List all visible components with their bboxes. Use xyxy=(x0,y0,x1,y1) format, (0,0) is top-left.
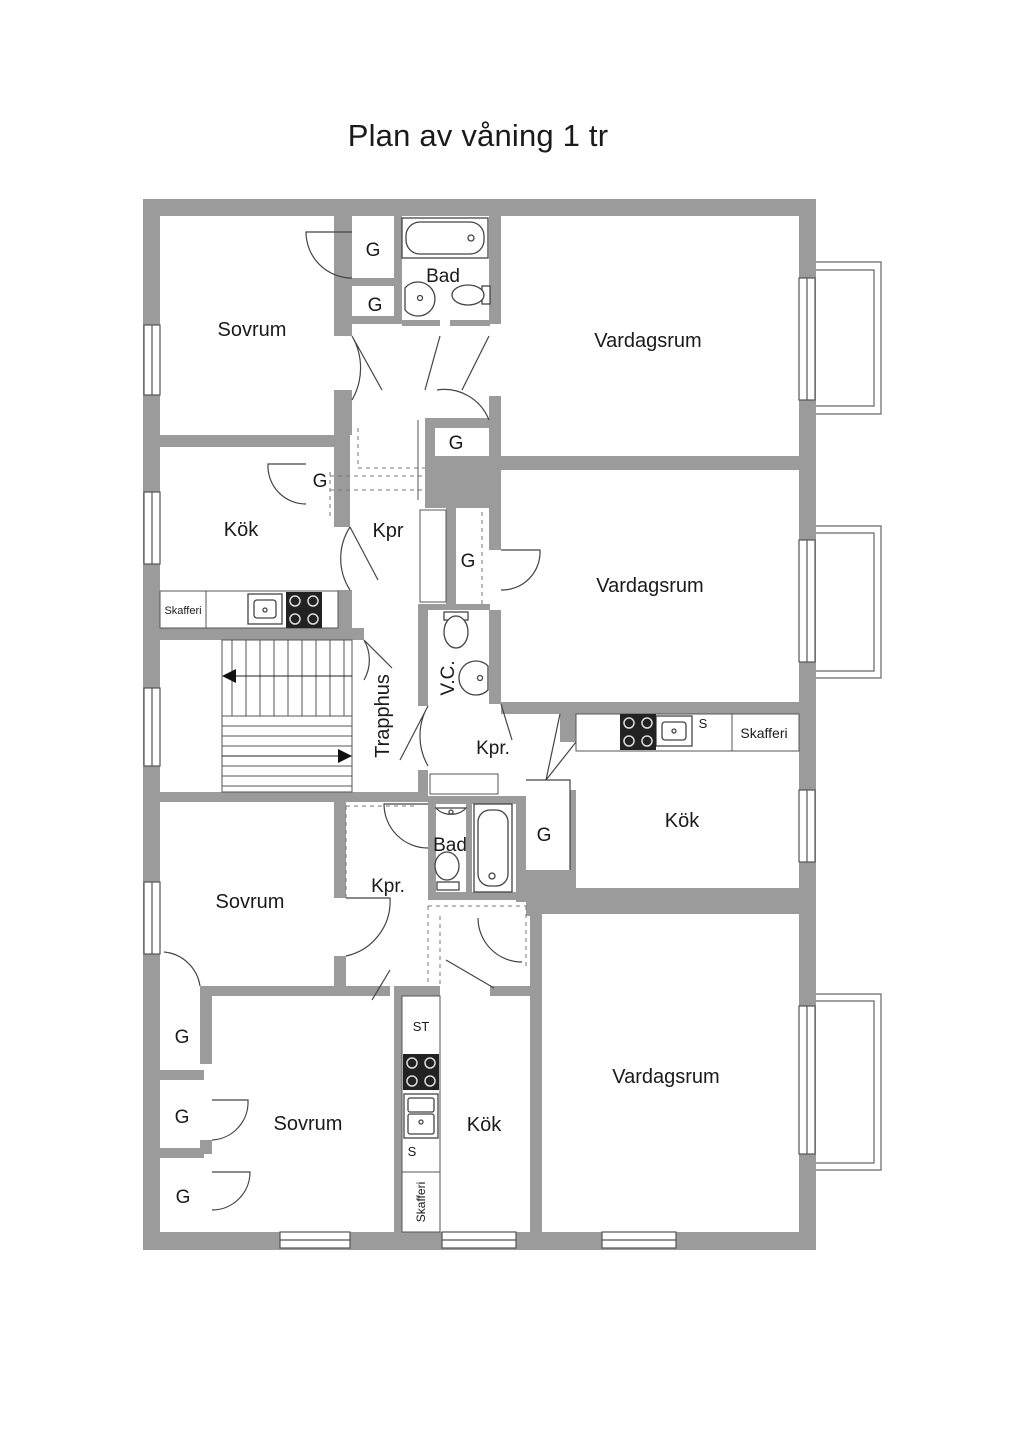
stove-icon xyxy=(286,592,322,628)
room-label: Skafferi xyxy=(414,1182,428,1222)
room-label: Skafferi xyxy=(164,605,201,617)
room-label: G xyxy=(368,295,383,316)
room-label: Vardagsrum xyxy=(612,1066,719,1088)
room-label: G xyxy=(461,551,476,572)
room-label: Kök xyxy=(665,810,700,832)
room-label: G xyxy=(175,1107,190,1128)
room-label: Vardagsrum xyxy=(594,330,701,352)
interior-walls xyxy=(160,216,799,1232)
stove-icon xyxy=(403,1054,439,1090)
room-label: G xyxy=(175,1027,190,1048)
room-label: Kök xyxy=(224,519,259,541)
balconies xyxy=(816,261,882,1171)
plan-title: Plan av våning 1 tr xyxy=(347,118,609,153)
room-label: Bad xyxy=(433,835,467,856)
room-label: Sovrum xyxy=(216,891,285,913)
arrow-left-icon xyxy=(222,669,236,683)
room-label: Trapphus xyxy=(372,674,394,758)
room-label: Skafferi xyxy=(740,725,787,741)
doors xyxy=(163,231,577,1211)
outer-wall xyxy=(143,199,816,1250)
room-label: Kpr xyxy=(372,520,403,542)
arrow-right-icon xyxy=(338,749,352,763)
room-label: G xyxy=(176,1187,191,1208)
room-label: G xyxy=(313,471,328,492)
room-label: Bad xyxy=(426,266,460,287)
room-label: S xyxy=(408,1144,417,1159)
room-label: V.C. xyxy=(438,660,459,695)
room-label: Kök xyxy=(467,1114,502,1136)
room-label: G xyxy=(449,433,464,454)
room-label: G xyxy=(537,825,552,846)
room-label: Sovrum xyxy=(274,1113,343,1135)
counters xyxy=(159,420,800,1233)
room-label: S xyxy=(699,716,708,731)
windows xyxy=(143,277,816,1249)
room-label: ST xyxy=(413,1019,430,1034)
dashed-lines xyxy=(329,428,527,986)
room-label: Vardagsrum xyxy=(596,575,703,597)
room-label: Kpr. xyxy=(476,738,510,759)
room-label: G xyxy=(366,240,381,261)
room-label: Sovrum xyxy=(218,319,287,341)
stove-icon xyxy=(620,714,656,750)
staircase xyxy=(221,639,353,793)
room-label: Kpr. xyxy=(371,876,405,897)
fixtures xyxy=(247,217,693,1139)
room-labels: Sovrum G G Bad Vardagsrum G G Kök Kpr G … xyxy=(164,240,787,1222)
